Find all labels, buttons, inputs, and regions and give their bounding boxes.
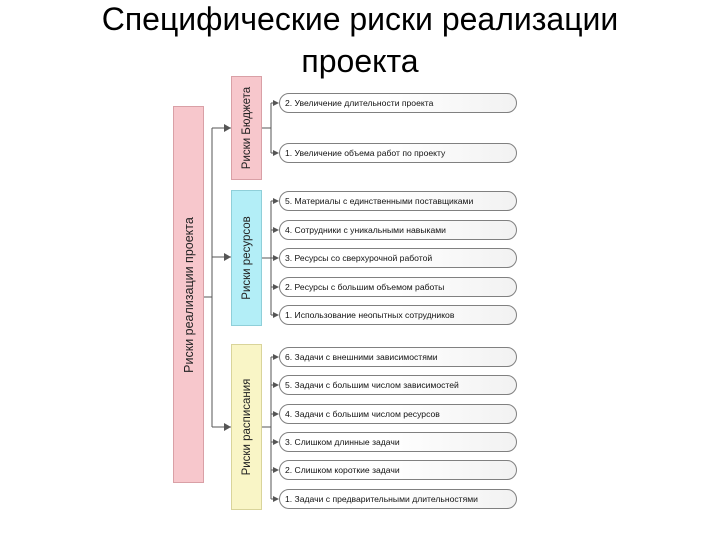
item-arrow-2-2 <box>273 411 279 417</box>
arrow-budget <box>224 124 231 132</box>
item-arrow-1-2 <box>273 255 279 261</box>
item-connectors <box>262 100 279 502</box>
item-arrow-1-4 <box>273 312 279 318</box>
resource-item-3: 3. Ресурсы со сверхурочной работой <box>279 248 517 268</box>
root-node: Риски реализации проекта <box>173 106 204 483</box>
resource-item-1: 5. Материалы с единственными поставщикам… <box>279 191 517 211</box>
category-budget: Риски Бюджета <box>231 76 262 180</box>
schedule-item-6: 1. Задачи с предварительными длительност… <box>279 489 517 509</box>
item-arrow-1-3 <box>273 284 279 290</box>
schedule-item-4: 3. Слишком длинные задачи <box>279 432 517 452</box>
item-arrow-0-0 <box>273 100 279 106</box>
item-arrow-1-1 <box>273 227 279 233</box>
arrow-schedule <box>224 423 231 431</box>
item-arrow-1-0 <box>273 198 279 204</box>
category-resources-label: Риски ресурсов <box>240 216 253 300</box>
category-budget-label: Риски Бюджета <box>240 86 253 170</box>
resource-item-2: 4. Сотрудники с уникальными навыками <box>279 220 517 240</box>
resource-item-4: 2. Ресурсы с большим объемом работы <box>279 277 517 297</box>
root-label: Риски реализации проекта <box>181 216 196 373</box>
schedule-item-5: 2. Слишком короткие задачи <box>279 460 517 480</box>
slide-title-line-1: Специфические риски реализации <box>101 1 619 37</box>
slide-title-line-2: проекта <box>301 43 419 79</box>
budget-item-2: 1. Увеличение объема работ по проекту <box>279 143 517 163</box>
resource-item-5: 1. Использование неопытных сотрудников <box>279 305 517 325</box>
item-arrow-2-3 <box>273 439 279 445</box>
category-schedule: Риски расписания <box>231 344 262 510</box>
arrow-resources <box>224 253 231 261</box>
item-arrow-2-4 <box>273 467 279 473</box>
budget-item-1: 2. Увеличение длительности проекта <box>279 93 517 113</box>
item-arrow-0-1 <box>273 150 279 156</box>
item-arrow-2-1 <box>273 382 279 388</box>
schedule-item-1: 6. Задачи с внешними зависимостями <box>279 347 517 367</box>
category-schedule-label: Риски расписания <box>240 378 253 476</box>
schedule-item-3: 4. Задачи с большим числом ресурсов <box>279 404 517 424</box>
item-arrow-2-0 <box>273 354 279 360</box>
schedule-item-2: 5. Задачи с большим числом зависимостей <box>279 375 517 395</box>
item-arrow-2-5 <box>273 496 279 502</box>
category-resources: Риски ресурсов <box>231 190 262 326</box>
